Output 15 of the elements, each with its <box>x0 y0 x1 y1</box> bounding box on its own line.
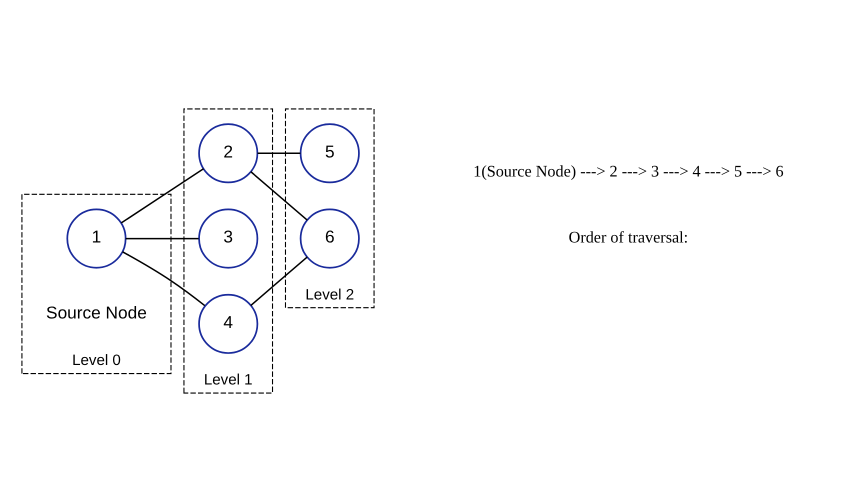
node-circle: 6 <box>300 208 360 268</box>
connector <box>258 152 300 154</box>
label: Order of traversal: <box>568 228 688 246</box>
label: 1(Source Node) ---> 2 ---> 3 ---> 4 ---> 5 ---> 6 <box>473 162 784 180</box>
node-label: Source Node <box>46 302 147 322</box>
node-circle: 2 <box>198 122 258 183</box>
connector <box>120 168 204 224</box>
connector <box>250 170 308 220</box>
node-circle: 3 <box>198 208 258 268</box>
connector <box>250 256 308 306</box>
node-circle: 5 <box>300 122 360 183</box>
connector <box>122 250 206 306</box>
connector <box>126 237 199 239</box>
node-circle: 4 <box>198 293 258 354</box>
node-circle: 1 <box>66 208 126 268</box>
